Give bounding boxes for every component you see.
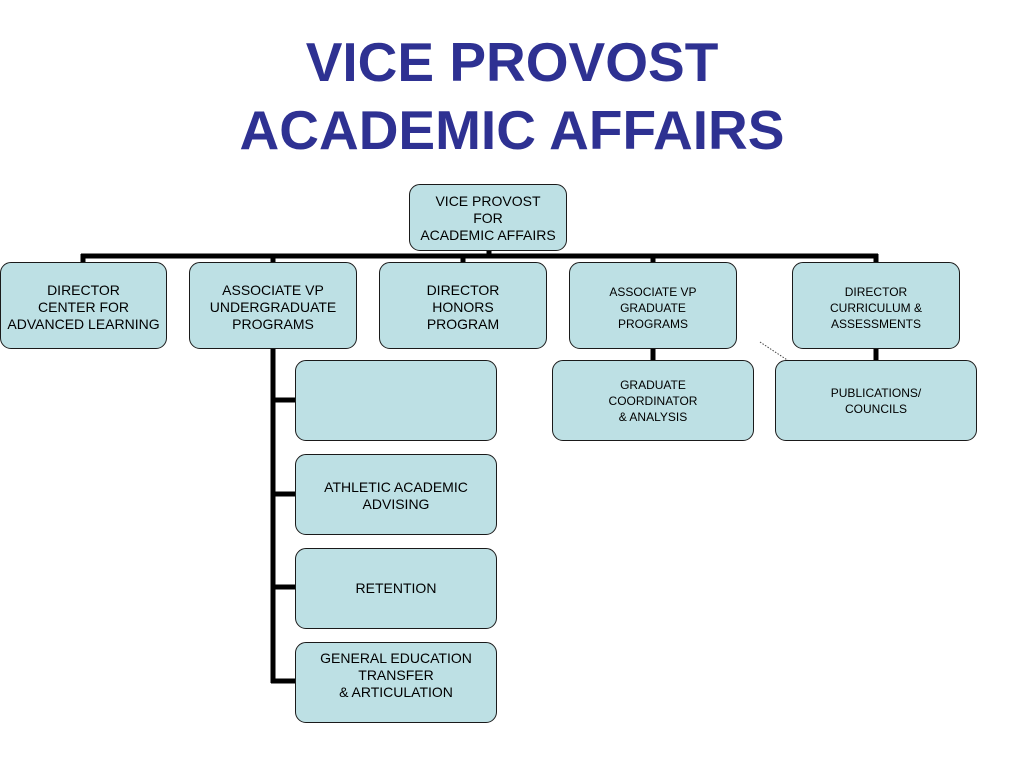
node-director-curriculum[interactable]: DIRECTOR CURRICULUM & ASSESSMENTS	[792, 262, 960, 349]
node-associate-vp-graduate[interactable]: ASSOCIATE VP GRADUATE PROGRAMS	[569, 262, 737, 349]
node-general-education-transfer[interactable]: GENERAL EDUCATION TRANSFER & ARTICULATIO…	[295, 642, 497, 723]
node-graduate-coordinator[interactable]: GRADUATE COORDINATOR & ANALYSIS	[552, 360, 754, 441]
node-retention[interactable]: RETENTION	[295, 548, 497, 629]
node-associate-vp-undergraduate[interactable]: ASSOCIATE VP UNDERGRADUATE PROGRAMS	[189, 262, 357, 349]
node-director-center-advanced-learning[interactable]: DIRECTOR CENTER FOR ADVANCED LEARNING	[0, 262, 167, 349]
dotted-leader-line	[759, 341, 811, 376]
node-undergraduate-blank[interactable]	[295, 360, 497, 441]
node-publications-councils[interactable]: PUBLICATIONS/ COUNCILS	[775, 360, 977, 441]
node-athletic-academic-advising[interactable]: ATHLETIC ACADEMIC ADVISING	[295, 454, 497, 535]
node-vice-provost[interactable]: VICE PROVOST FOR ACADEMIC AFFAIRS	[409, 184, 567, 251]
node-director-honors[interactable]: DIRECTOR HONORS PROGRAM	[379, 262, 547, 349]
page-title-line-2: ACADEMIC AFFAIRS	[239, 99, 785, 161]
page-title-line-1: VICE PROVOST	[305, 31, 719, 93]
